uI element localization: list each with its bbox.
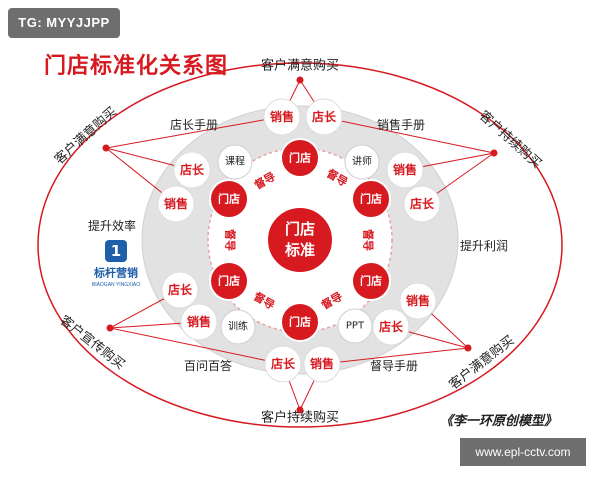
store-node — [280, 138, 320, 178]
manager-bubble-label: 店长 — [180, 162, 205, 177]
store-node — [280, 302, 320, 342]
connector-dot — [102, 144, 110, 152]
store-label: 门店 — [360, 274, 382, 288]
connector-line — [109, 327, 284, 365]
outer-label-bottom: 客户持续购买 — [261, 410, 339, 426]
outer-label-top: 客户满意购买 — [261, 58, 339, 74]
manager-bubble-label: 店长 — [271, 356, 296, 371]
store-node — [351, 179, 391, 219]
connector-dot — [106, 324, 114, 332]
manager-bubble — [264, 345, 302, 383]
connector-dot — [490, 149, 498, 157]
section-label-right: 提升利润 — [460, 238, 508, 253]
sales-bubble — [303, 345, 341, 383]
logo-mark-text: 1 — [111, 242, 121, 260]
connector-dot — [464, 344, 472, 352]
section-label-bottom-left: 百问百答 — [184, 358, 232, 373]
section-label-bottom-right: 督导手册 — [370, 358, 418, 373]
sales-bubble-label: 销售 — [187, 314, 211, 329]
store-label: 门店 — [218, 274, 240, 288]
logo-name: 标杆营销 — [93, 266, 138, 280]
store-label: 门店 — [289, 151, 311, 165]
page-title: 门店标准化关系图 — [44, 54, 229, 79]
sales-bubble-label: 销售 — [310, 356, 334, 371]
sales-bubble-label: 销售 — [270, 109, 294, 124]
brand-logo: 1 标杆营销 BIAOGAN YINGXIAO — [92, 240, 140, 288]
training-node-label: 训练 — [228, 320, 248, 333]
site-watermark: www.epl-cctv.com — [460, 438, 586, 466]
lecturer-node-label: 讲师 — [352, 155, 372, 168]
connector-dot — [296, 406, 304, 414]
logo-mark — [105, 240, 127, 262]
lecturer-node — [344, 144, 380, 180]
section-label-left: 提升效率 — [88, 218, 136, 233]
manager-bubble-label: 店长 — [168, 282, 193, 297]
sales-bubble — [263, 98, 301, 136]
manager-bubble — [305, 98, 343, 136]
manager-bubble — [372, 308, 410, 346]
ppt-node — [337, 308, 373, 344]
outer-label-lower-left: 客户宣传购买 — [57, 312, 128, 373]
manager-bubble-label: 店长 — [410, 196, 435, 211]
sales-bubble-label: 销售 — [164, 196, 188, 211]
section-label-top-right: 销售手册 — [377, 117, 425, 132]
center-label-line1: 门店 — [285, 220, 315, 238]
store-node — [351, 261, 391, 301]
model-credit: 《李一环原创模型》 — [440, 414, 558, 429]
sales-bubble-label: 销售 — [406, 293, 430, 308]
manager-bubble-label: 店长 — [312, 109, 337, 124]
center-node — [266, 206, 334, 274]
sales-bubble — [157, 185, 195, 223]
section-label-top-left: 店长手册 — [170, 118, 218, 132]
outer-label-lower-right: 客户满意购买 — [446, 332, 517, 393]
manager-bubble — [403, 185, 441, 223]
supervise-label: 督导 — [224, 229, 238, 251]
connector-dot — [296, 76, 304, 84]
sales-bubble-label: 销售 — [393, 162, 417, 177]
tag-watermark: TG: MYYJJPP — [8, 8, 120, 38]
course-node-label: 课程 — [225, 156, 245, 168]
outer-label-upper-right: 客户持续购买 — [476, 108, 545, 172]
manager-bubble-label: 店长 — [379, 319, 404, 334]
outer-ellipse — [37, 62, 563, 428]
training-node — [220, 309, 256, 345]
center-label-line2: 标准 — [284, 241, 315, 259]
course-node — [217, 144, 253, 180]
store-node — [209, 261, 249, 301]
connector-line — [321, 347, 469, 365]
manager-bubble — [161, 271, 199, 309]
sales-bubble — [399, 282, 437, 320]
supervise-label: 督导 — [362, 229, 376, 251]
sales-bubble — [386, 151, 424, 189]
manager-bubble — [173, 151, 211, 189]
store-node — [209, 179, 249, 219]
logo-subtitle: BIAOGAN YINGXIAO — [92, 282, 140, 288]
connector-line — [105, 116, 281, 149]
sales-bubble — [180, 303, 218, 341]
connector-line — [321, 116, 495, 154]
store-label: 门店 — [289, 315, 311, 329]
outer-label-upper-left: 客户满意购买 — [51, 104, 120, 168]
ppt-node-label: PPT — [346, 321, 365, 332]
store-label: 门店 — [218, 192, 240, 206]
store-label: 门店 — [360, 192, 382, 206]
